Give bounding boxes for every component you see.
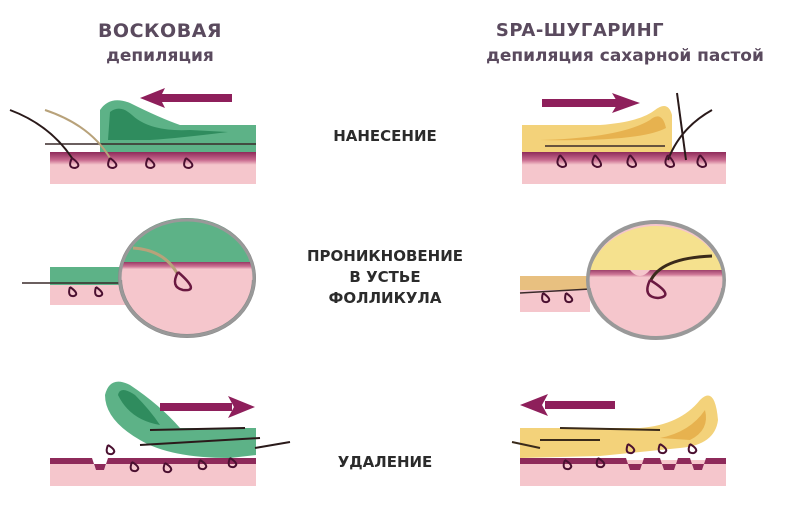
step-removal-label: УДАЛЕНИЕ <box>337 453 433 471</box>
sugaring-title: SPA-ШУГАРИНГ <box>495 20 665 41</box>
wax-removal-illustration <box>50 381 291 486</box>
sugaring-subtitle: депиляция сахарной пастой <box>486 46 764 66</box>
step-penetration-line3: ФОЛЛИКУЛА <box>328 289 442 307</box>
step-penetration-line2: В УСТЬЕ <box>349 268 421 286</box>
step-penetration-line1: ПРОНИКНОВЕНИЕ <box>306 247 463 265</box>
wax-application-illustration <box>9 88 256 184</box>
wax-subtitle: депиляция <box>106 46 214 66</box>
wax-penetration-illustration <box>22 218 256 338</box>
sugar-application-illustration <box>522 92 726 184</box>
sugar-penetration-illustration <box>519 220 726 340</box>
wax-title: ВОСКОВАЯ <box>97 20 223 42</box>
step-application-label: НАНЕСЕНИЕ <box>333 127 437 145</box>
sugar-removal-illustration <box>511 394 726 486</box>
step-penetration-label: ПРОНИКНОВЕНИЕ В УСТЬЕ ФОЛЛИКУЛА <box>280 246 490 309</box>
